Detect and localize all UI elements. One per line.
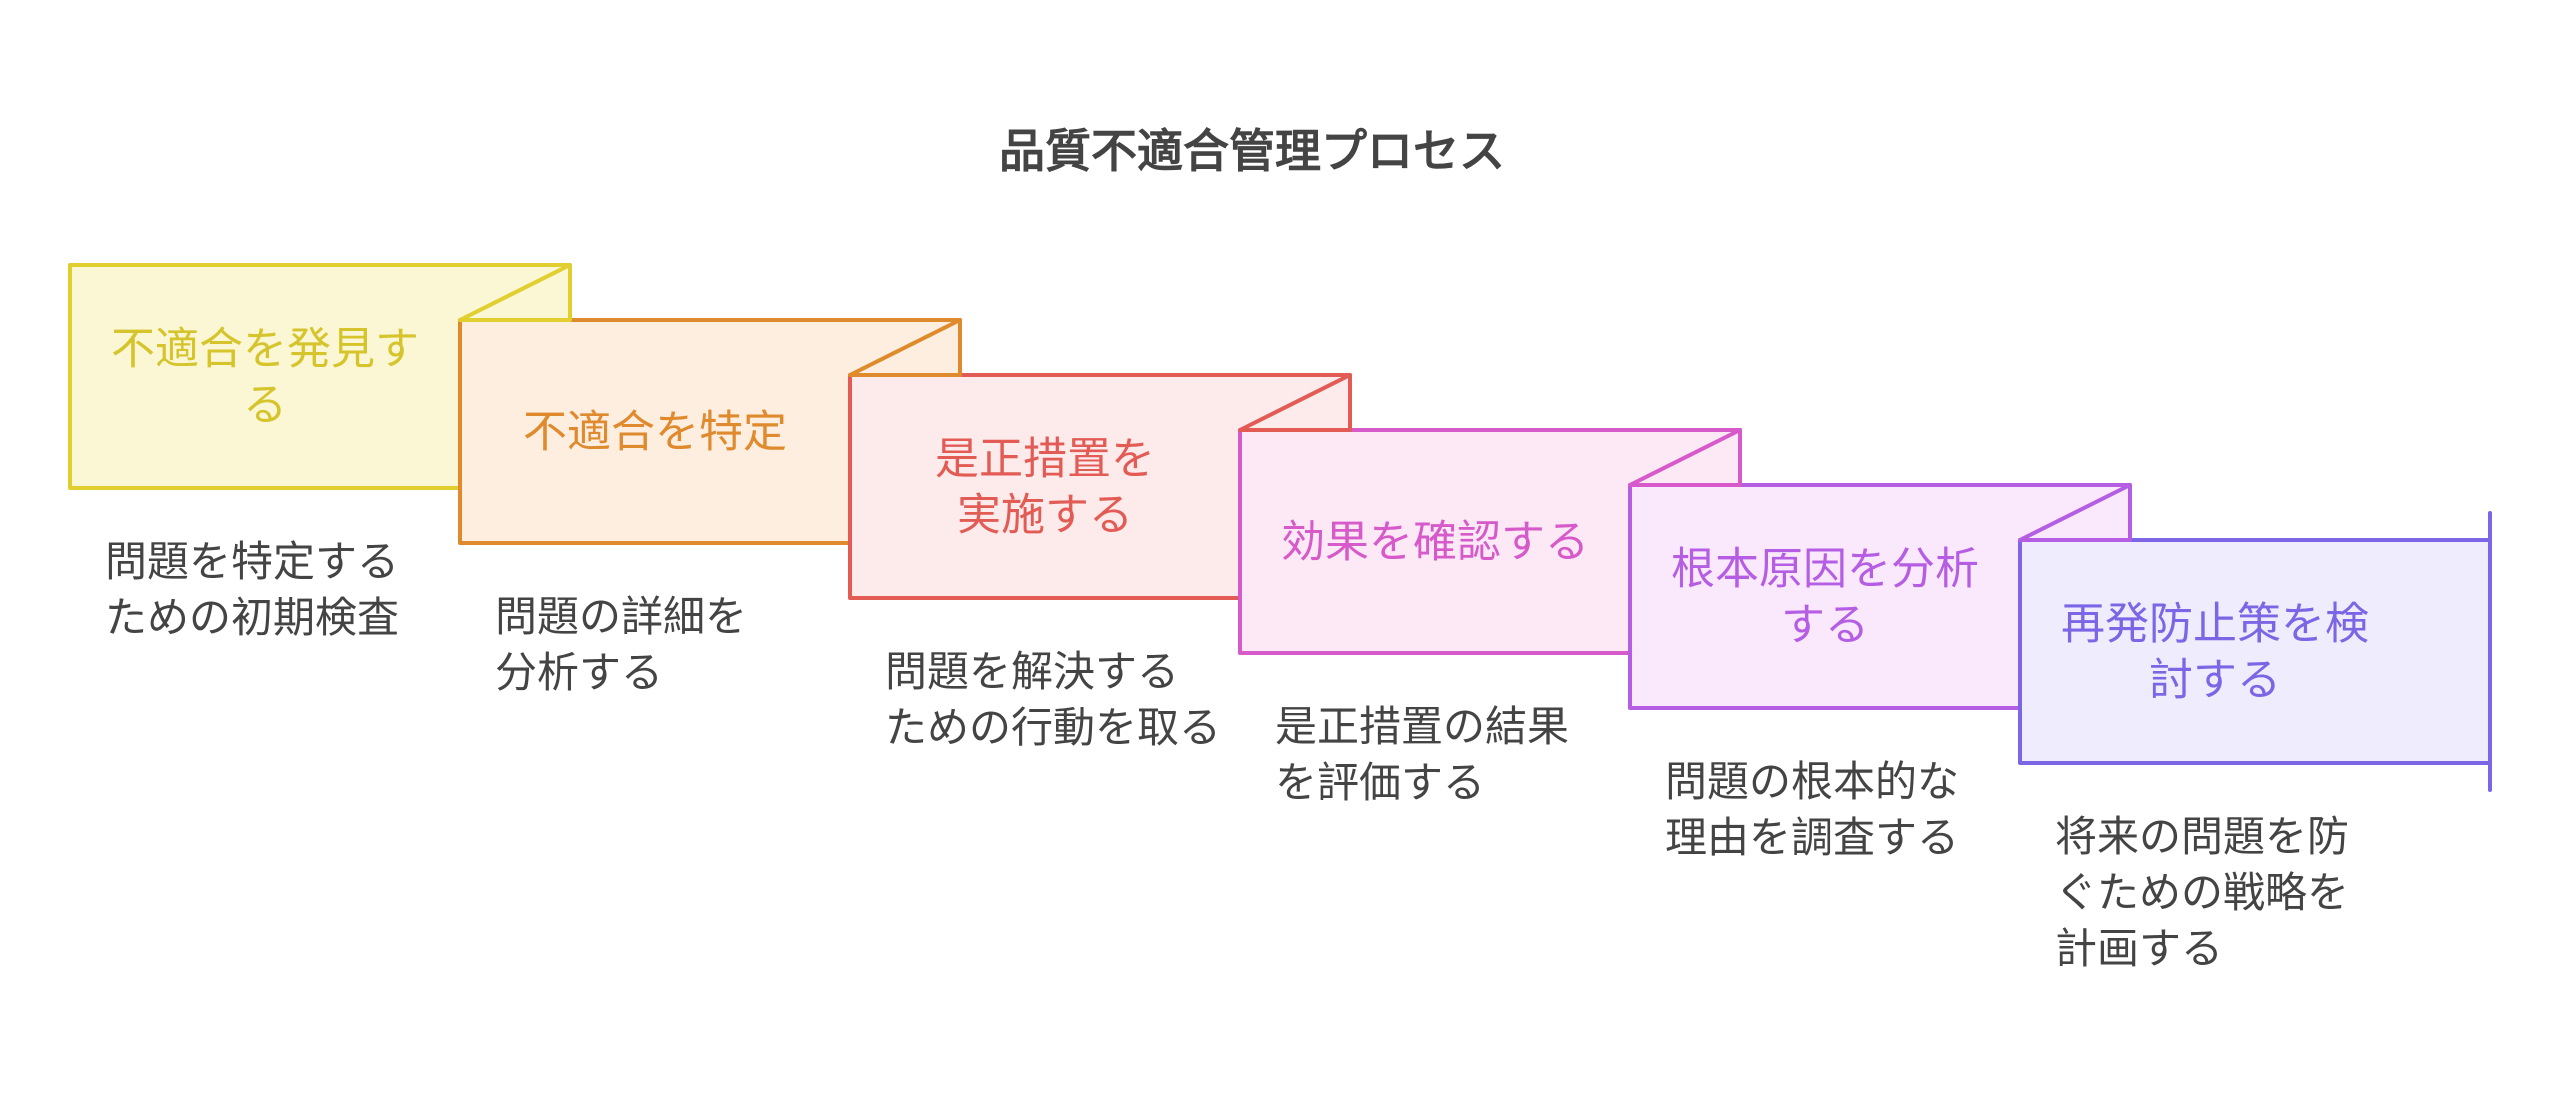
step-description: 将来の問題を防 (2055, 812, 2349, 861)
step-description: 計画する (2055, 924, 2223, 973)
step-description: ための行動を取る (885, 703, 1221, 752)
step-label: 討する (2149, 655, 2281, 706)
step-label: 効果を確認する (1281, 517, 1589, 568)
step-label: る (243, 380, 287, 431)
step-fold (2018, 483, 2132, 542)
step-label: 根本原因を分析 (1671, 544, 1979, 595)
step-description: ための初期検査 (105, 593, 399, 642)
step-label: する (1781, 600, 1869, 651)
step-fold (1628, 428, 1742, 487)
step-description: を評価する (1275, 758, 1485, 807)
step-label: 不適合を発見す (111, 324, 419, 375)
step-description: 問題の根本的な (1665, 757, 1959, 806)
diagram-title: 品質不適合管理プロセス (999, 124, 1505, 178)
step-arrow (2018, 511, 2492, 792)
step-description: ぐための戦略を (2055, 868, 2349, 917)
step-description: 理由を調査する (1665, 813, 1959, 862)
step-label: 是正措置を (935, 434, 1155, 485)
step-description: 是正措置の結果 (1275, 702, 1569, 751)
step-description: 分析する (495, 648, 663, 697)
step-label: 実施する (957, 490, 1133, 541)
step-label: 不適合を特定 (523, 407, 787, 458)
step-fold (848, 318, 962, 377)
step-label: 再発防止策を検 (2061, 599, 2369, 650)
step-description: 問題を特定する (105, 537, 399, 586)
steps-layer: 不適合を発見する問題を特定するための初期検査不適合を特定問題の詳細を分析する是正… (68, 263, 2492, 973)
step-description: 問題の詳細を (495, 592, 747, 641)
step-fold (458, 263, 572, 322)
step-fold (1238, 373, 1352, 432)
step-description: 問題を解決する (885, 647, 1179, 696)
